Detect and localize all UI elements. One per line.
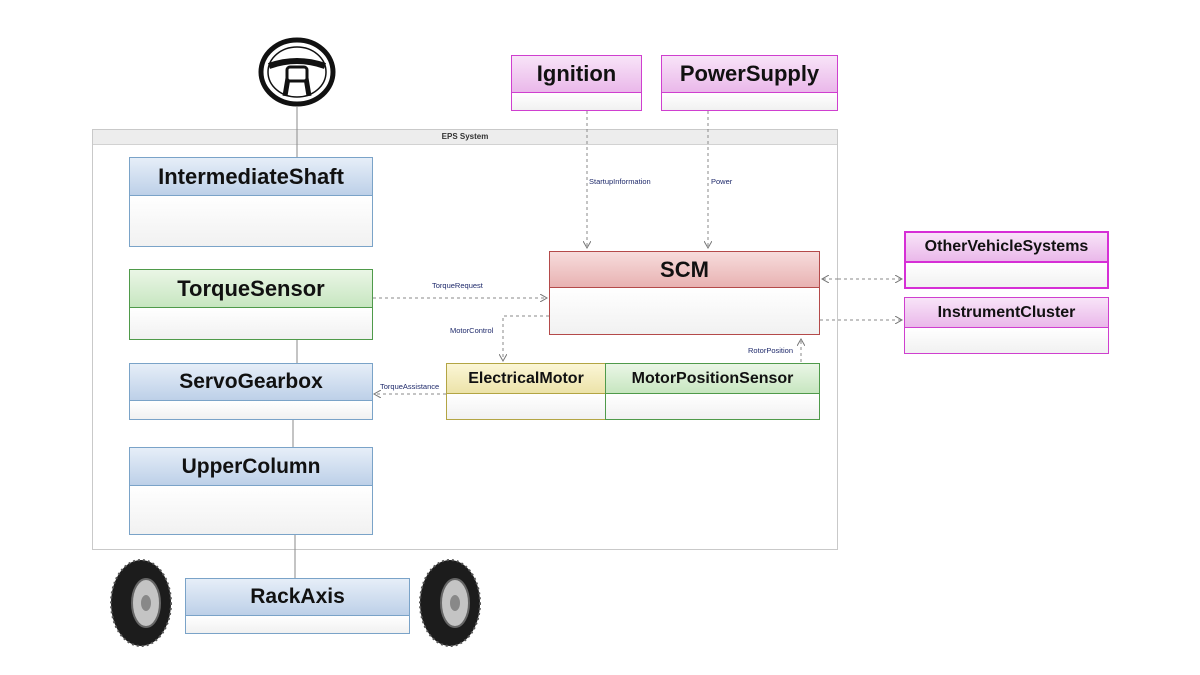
startup-information-label: StartupInformation <box>589 177 651 186</box>
upper-column-block[interactable]: UpperColumn <box>129 447 373 535</box>
torque-sensor-block[interactable]: TorqueSensor <box>129 269 373 340</box>
intermediate-shaft-title: IntermediateShaft <box>130 158 372 196</box>
intermediate-shaft-block[interactable]: IntermediateShaft <box>129 157 373 247</box>
motor-position-sensor-block[interactable]: MotorPositionSensor <box>605 363 820 420</box>
instrument-cluster-block[interactable]: InstrumentCluster <box>904 297 1109 354</box>
ignition-block[interactable]: Ignition <box>511 55 642 111</box>
torque-request-label: TorqueRequest <box>432 281 483 290</box>
servo-gearbox-block[interactable]: ServoGearbox <box>129 363 373 420</box>
other-vehicle-systems-title: OtherVehicleSystems <box>906 233 1107 263</box>
upper-column-title: UpperColumn <box>130 448 372 486</box>
eps-system-title: EPS System <box>93 130 837 145</box>
power-supply-title: PowerSupply <box>662 56 837 93</box>
electrical-motor-title: ElectricalMotor <box>447 364 605 394</box>
motor-control-line <box>503 315 549 361</box>
scm-block[interactable]: SCM <box>549 251 820 335</box>
tire-icon <box>419 559 481 647</box>
steering-wheel-icon <box>258 37 336 107</box>
ignition-title: Ignition <box>512 56 641 93</box>
power-label: Power <box>711 177 733 186</box>
rack-axis-title: RackAxis <box>186 579 409 616</box>
motor-position-sensor-title: MotorPositionSensor <box>606 364 819 394</box>
scm-title: SCM <box>550 252 819 288</box>
other-vehicle-systems-block[interactable]: OtherVehicleSystems <box>904 231 1109 289</box>
servo-gearbox-title: ServoGearbox <box>130 364 372 401</box>
rack-axis-block[interactable]: RackAxis <box>185 578 410 634</box>
torque-sensor-title: TorqueSensor <box>130 270 372 308</box>
instrument-cluster-title: InstrumentCluster <box>905 298 1108 328</box>
power-supply-block[interactable]: PowerSupply <box>661 55 838 111</box>
tire-icon <box>110 559 172 647</box>
motor-control-label: MotorControl <box>450 326 494 335</box>
torque-assistance-label: TorqueAssistance <box>380 382 440 391</box>
electrical-motor-block[interactable]: ElectricalMotor <box>446 363 606 420</box>
rotor-position-label: RotorPosition <box>748 346 794 355</box>
